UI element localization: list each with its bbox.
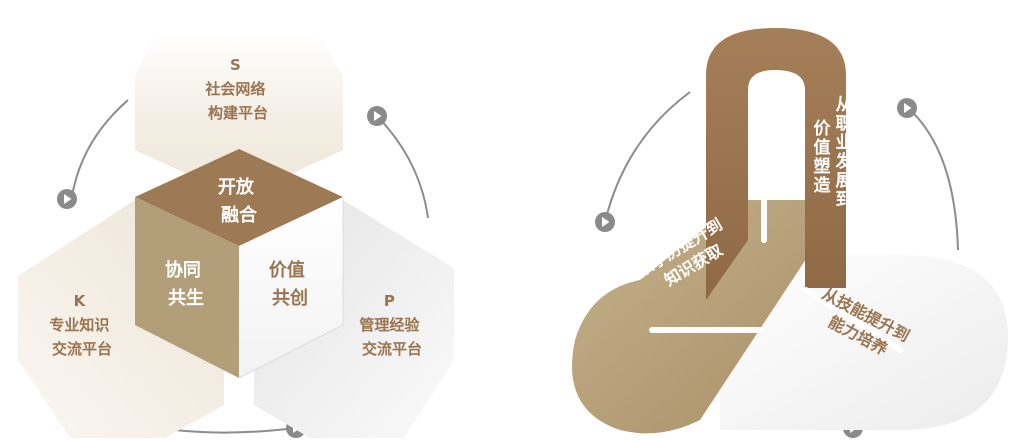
career-col2: 价值塑造 [814,119,832,196]
hexagon-p-line1: 管理经验 [359,316,420,334]
hexagon-k-line1: 专业知识 [49,316,109,334]
career-col1: 从职业发展到 [835,95,854,210]
triangle-loop-diagram: 从职业发展到 价值塑造 从学历提升到 知识获取 从技能提升到 能力培养 [572,28,1009,438]
hexagon-p-letter: P [384,292,395,310]
band-skill [720,255,1009,430]
cube-top-line1: 开放 [218,176,255,198]
svg-text:K 专业知识 交流平台: K 专业知识 交流平台 [49,292,114,358]
band-career [706,28,846,300]
svg-text:协同 共生: 协同 共生 [165,259,207,309]
cube-right-line2: 共创 [272,287,308,309]
cube-right-line1: 价值 [269,259,305,281]
cube-top-face [135,149,343,246]
arc-bottom [174,427,297,434]
hexagon-s [135,32,343,198]
play-icon[interactable] [595,212,615,232]
arc-left-upper [71,99,129,197]
hexagon-s-line2: 构建平台 [208,104,268,122]
hexagon-s-line1: 社会网络 [204,80,265,98]
play-icon[interactable] [897,98,917,118]
arc-right-upper [375,114,429,219]
svg-text:P 管理经验 交流平台: P 管理经验 交流平台 [359,292,424,358]
play-icon[interactable] [57,189,77,209]
hexagon-s-letter: S [230,56,241,74]
cube-right-face [239,197,343,378]
hexagon-k-line2: 交流平台 [52,340,112,358]
band-education [572,200,845,434]
hexagon-p-line2: 交流平台 [362,340,422,358]
arc-right [907,107,959,251]
svg-text:开放 融合: 开放 融合 [218,176,260,226]
cube-top-line2: 融合 [221,204,258,226]
hexagon-k-letter: K [74,292,87,310]
hex-cube-diagram: S 社会网络 构建平台 K 专业知识 交流平台 P 管理经验 交流平台 开放 融… [18,32,454,438]
svg-text:价值 共创: 价值 共创 [269,259,311,309]
cube-left-face [135,197,239,378]
cube-left-line1: 协同 [165,259,201,281]
cube-left-line2: 共生 [168,287,204,309]
arc-left [604,91,691,223]
play-icon[interactable] [367,106,387,126]
svg-text:S 社会网络 构建平台: S 社会网络 构建平台 [204,56,270,122]
